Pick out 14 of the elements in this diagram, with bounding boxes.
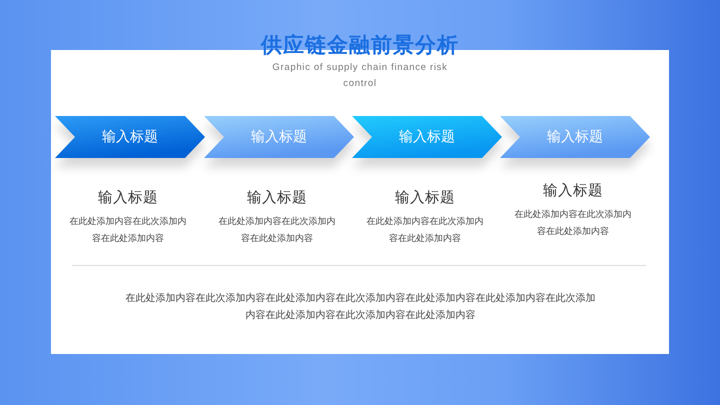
subtitle: Graphic of supply chain finance risk control [271,61,449,91]
step-description: 在此处添加内容在此次添加内容在此处添加内容 [514,208,632,239]
step-heading: 输入标题 [247,189,307,208]
step-title: 输入标题 [251,128,307,146]
step-description: 在此处添加内容在此次添加内容在此处添加内容 [218,216,336,246]
step-heading: 输入标题 [98,189,158,208]
step-title: 输入标题 [399,128,455,146]
step-title: 输入标题 [547,128,603,146]
step-heading: 输入标题 [395,189,455,208]
step-heading: 输入标题 [543,182,603,201]
step-title: 输入标题 [102,128,158,146]
step-description: 在此处添加内容在此次添加内容在此处添加内容 [68,216,188,246]
description-paragraph: 在此处添加内容在此次添加内容在此处添加内容在此次添加内容在此处添加内容在此处添加内容在此次添加内容在此处添加内容在此次添加内容在此处添加内容 [124,292,596,323]
step-description: 在此处添加内容在此次添加内容在此处添加内容 [366,216,484,246]
